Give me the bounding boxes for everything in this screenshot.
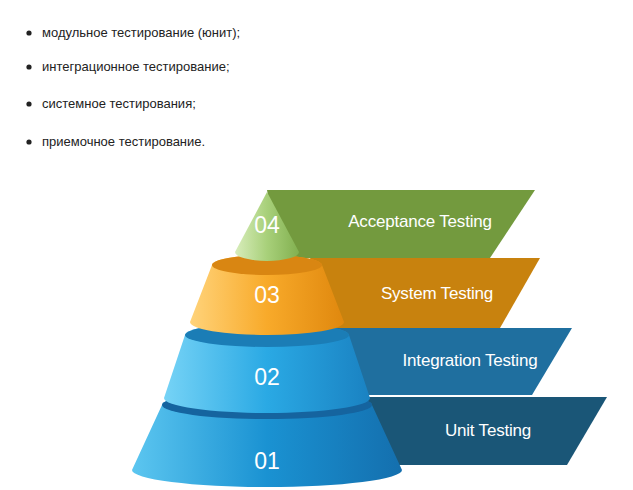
bullet-item: интеграционное тестирование;	[42, 59, 230, 75]
bullet-text: системное тестирования;	[42, 96, 196, 112]
level-banner: Integration Testing	[335, 328, 572, 395]
tier-top	[212, 255, 322, 275]
banner-fill	[335, 328, 572, 395]
tier-body	[164, 323, 370, 413]
banner-fill	[267, 190, 535, 258]
level-name: Integration Testing	[403, 351, 538, 371]
level-name: Unit Testing	[445, 421, 531, 441]
tier-body	[190, 255, 344, 335]
level-name: System Testing	[381, 284, 493, 304]
bullet-item: системное тестирования;	[42, 96, 196, 112]
bullet-dot	[26, 101, 31, 106]
tier-body	[132, 391, 402, 487]
bullet-item: модульное тестирование (юнит);	[42, 25, 240, 41]
bullet-item: приемочное тестирование.	[42, 134, 205, 150]
level-number: 04	[254, 212, 280, 240]
level-number: 02	[254, 364, 280, 392]
tier-top	[185, 323, 349, 347]
bullet-dot	[26, 64, 31, 69]
level-banner: Unit Testing	[365, 397, 607, 465]
level-banner: System Testing	[310, 258, 540, 328]
level-banner: Acceptance Testing	[267, 190, 535, 258]
bullet-dot	[26, 139, 31, 144]
level-number: 01	[254, 448, 280, 476]
pyramid-tier: 02	[164, 323, 370, 413]
bullet-text: интеграционное тестирование;	[42, 59, 230, 75]
level-number: 03	[254, 282, 280, 310]
banner-fill	[310, 258, 540, 328]
bullet-text: приемочное тестирование.	[42, 134, 205, 150]
tier-top	[162, 391, 372, 419]
pyramid-tier: 03	[190, 255, 344, 335]
banner-fill	[365, 397, 607, 465]
level-name: Acceptance Testing	[348, 212, 492, 232]
bullet-dot	[26, 30, 31, 35]
pyramid-tier: 04	[235, 192, 299, 261]
bullet-text: модульное тестирование (юнит);	[42, 25, 240, 41]
